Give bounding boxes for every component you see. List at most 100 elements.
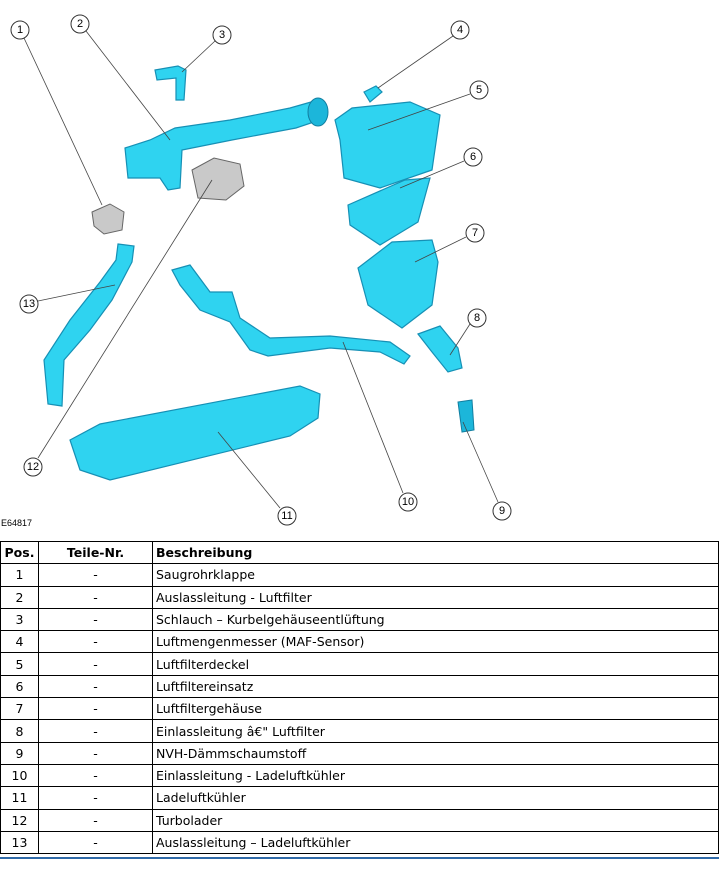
callout-11: 11 [277, 506, 297, 526]
part-6-air-filter-element [347, 177, 431, 246]
header-pos: Pos. [0, 540, 39, 565]
callout-3: 3 [212, 25, 232, 45]
row-pos: 13 [0, 830, 39, 855]
exploded-parts-diagram: 1 2 3 4 5 6 7 8 9 10 11 12 13 [10, 14, 512, 526]
leader-lines [23, 30, 499, 509]
callout-7: 7 [465, 223, 485, 243]
table-row: 2-Auslassleitung - Luftfilter [0, 585, 719, 609]
svg-text:6: 6 [470, 151, 476, 163]
row-pos: 12 [0, 808, 39, 832]
table-row: 8-Einlassleitung â€" Luftfilter [0, 719, 719, 743]
part-5-air-filter-cover [334, 101, 441, 189]
part-7-air-filter-housing [357, 239, 439, 329]
footer-divider [0, 857, 719, 859]
callout-10: 10 [398, 492, 418, 512]
callout-2: 2 [70, 14, 90, 34]
row-description: Luftmengenmesser (MAF-Sensor) [152, 630, 719, 654]
row-description: Luftfilterdeckel [152, 652, 719, 676]
table-row: 6-Luftfiltereinsatz [0, 674, 719, 699]
row-part-no: - [38, 830, 153, 855]
row-part-no: - [38, 808, 153, 832]
parts-table: Pos. Teile-Nr. Beschreibung 1-Saugrohrkl… [0, 540, 719, 855]
row-description: Ladeluftkühler [152, 786, 719, 810]
row-part-no: - [38, 741, 153, 765]
callout-4: 4 [450, 20, 470, 40]
row-part-no: - [38, 563, 153, 587]
part-4-maf-sensor [363, 85, 383, 103]
row-part-no: - [38, 607, 153, 632]
row-description: Saugrohrklappe [152, 563, 719, 587]
row-description: Auslassleitung – Ladeluftkühler [152, 830, 719, 855]
figure-code: E64817 [1, 518, 33, 528]
row-description: Luftfiltereinsatz [152, 674, 719, 699]
callout-12: 12 [23, 457, 43, 477]
table-row: 7-Luftfiltergehäuse [0, 697, 719, 721]
callout-13: 13 [19, 294, 39, 314]
svg-text:5: 5 [476, 84, 482, 96]
row-pos: 11 [0, 786, 39, 810]
row-part-no: - [38, 674, 153, 699]
part-13-outlet-duct-charge-air-cooler [43, 243, 135, 407]
svg-text:3: 3 [219, 29, 225, 41]
part-9-nvh-foam [457, 399, 475, 433]
row-pos: 8 [0, 719, 39, 743]
svg-text:11: 11 [281, 510, 292, 522]
callout-1: 1 [10, 20, 30, 40]
svg-text:10: 10 [402, 496, 414, 508]
part-1-throttle-flap [91, 203, 125, 235]
svg-text:9: 9 [499, 505, 505, 517]
table-row: 4-Luftmengenmesser (MAF-Sensor) [0, 630, 719, 654]
row-pos: 9 [0, 741, 39, 765]
row-description: Schlauch – Kurbelgehäuseentlüftung [152, 607, 719, 632]
svg-text:7: 7 [472, 227, 478, 239]
part-3-crankcase-vent-hose [154, 65, 187, 101]
row-pos: 7 [0, 697, 39, 721]
row-part-no: - [38, 697, 153, 721]
svg-text:2: 2 [77, 18, 83, 30]
row-description: Einlassleitung - Ladeluftkühler [152, 763, 719, 788]
svg-text:4: 4 [457, 24, 463, 36]
row-description: Turbolader [152, 808, 719, 832]
row-pos: 1 [0, 563, 39, 587]
row-part-no: - [38, 719, 153, 743]
row-part-no: - [38, 652, 153, 676]
row-pos: 4 [0, 630, 39, 654]
svg-text:13: 13 [23, 298, 35, 310]
row-pos: 6 [0, 674, 39, 699]
table-row: 5-Luftfilterdeckel [0, 652, 719, 676]
row-description: Einlassleitung â€" Luftfilter [152, 719, 719, 743]
part-10-inlet-duct-charge-air-cooler [171, 264, 411, 365]
row-description: Auslassleitung - Luftfilter [152, 585, 719, 609]
svg-text:1: 1 [17, 24, 23, 36]
part-8-inlet-duct-air-filter [417, 325, 463, 373]
row-description: NVH-Dämmschaumstoff [152, 741, 719, 765]
part-2-outlet-duct-air-filter [124, 97, 329, 191]
row-pos: 5 [0, 652, 39, 676]
table-row: 11-Ladeluftkühler [0, 786, 719, 810]
callout-8: 8 [467, 308, 487, 328]
table-row: 1-Saugrohrklappe [0, 563, 719, 587]
row-part-no: - [38, 630, 153, 654]
header-description: Beschreibung [152, 540, 719, 565]
table-row: 10-Einlassleitung - Ladeluftkühler [0, 763, 719, 788]
row-part-no: - [38, 585, 153, 609]
table-row: 13-Auslassleitung – Ladeluftkühler [0, 830, 719, 855]
svg-text:12: 12 [27, 461, 39, 473]
row-pos: 3 [0, 607, 39, 632]
header-part-no: Teile-Nr. [38, 540, 153, 565]
svg-text:8: 8 [474, 312, 480, 324]
row-pos: 10 [0, 763, 39, 788]
row-description: Luftfiltergehäuse [152, 697, 719, 721]
table-header-row: Pos. Teile-Nr. Beschreibung [0, 540, 719, 565]
table-row: 12-Turbolader [0, 808, 719, 832]
table-row: 3-Schlauch – Kurbelgehäuseentlüftung [0, 607, 719, 632]
callout-9: 9 [492, 501, 512, 521]
callout-6: 6 [463, 147, 483, 167]
row-part-no: - [38, 763, 153, 788]
row-pos: 2 [0, 585, 39, 609]
callout-5: 5 [469, 80, 489, 100]
part-12-turbocharger [191, 157, 245, 201]
row-part-no: - [38, 786, 153, 810]
part-11-charge-air-cooler [69, 385, 321, 481]
table-row: 9-NVH-Dämmschaumstoff [0, 741, 719, 765]
